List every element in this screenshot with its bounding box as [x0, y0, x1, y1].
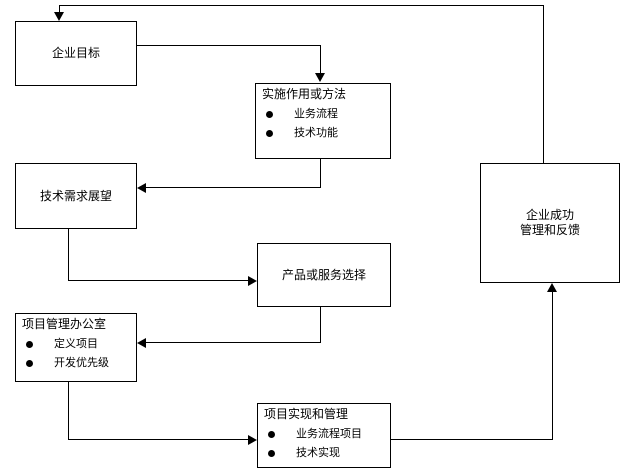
list-item-label: 开发优先级	[54, 356, 109, 369]
node-project-implementation[interactable]: 项目实现和管理 业务流程项目 技术实现	[257, 403, 391, 468]
node-pmo-title: 项目管理办公室	[22, 317, 107, 331]
bullet-dot-icon	[266, 129, 273, 137]
node-tech-demand[interactable]: 技术需求展望	[15, 163, 137, 229]
node-tech-demand-title: 技术需求展望	[39, 188, 112, 203]
edge-success-to-goal-arrowhead	[54, 12, 64, 21]
edge-product-service-to-pmo-arrowhead	[137, 338, 146, 348]
edge-project-implementation-to-success-segment-up	[552, 292, 553, 440]
node-pmo-bullets: 定义项目 开发优先级	[22, 334, 136, 372]
list-item: 业务流程	[262, 104, 390, 123]
list-item: 技术实现	[264, 443, 390, 462]
edge-pmo-to-project-implementation-segment-down	[68, 382, 69, 440]
bullet-dot-icon	[26, 340, 33, 348]
node-implementation-bullets: 业务流程 技术功能	[262, 104, 390, 142]
node-enterprise-success-title-line2: 管理和反馈	[519, 223, 580, 237]
bullet-dot-icon	[266, 110, 273, 118]
node-project-implementation-bullets: 业务流程项目 技术实现	[264, 424, 390, 462]
edge-goal-to-implementation-segment-across	[137, 45, 321, 46]
node-product-service-title: 产品或服务选择	[281, 267, 366, 282]
list-item-label: 技术功能	[294, 126, 338, 139]
edge-tech-demand-to-product-service-segment-across	[68, 280, 248, 281]
node-implementation[interactable]: 实施作用或方法 业务流程 技术功能	[255, 83, 391, 159]
edge-pmo-to-project-implementation-arrowhead	[248, 435, 257, 445]
edge-goal-to-implementation-arrowhead	[315, 73, 325, 82]
edge-implementation-to-tech-demand-segment-across	[146, 187, 321, 188]
edge-tech-demand-to-product-service-segment-down	[68, 229, 69, 280]
bullet-dot-icon	[268, 430, 275, 438]
edge-tech-demand-to-product-service-arrowhead	[248, 276, 257, 286]
edge-product-service-to-pmo-segment-across	[146, 342, 321, 343]
edge-success-to-goal-segment-across	[59, 5, 544, 6]
list-item: 业务流程项目	[264, 424, 390, 443]
edge-project-implementation-to-success-segment-across	[391, 439, 553, 440]
node-enterprise-goal-title: 企业目标	[51, 46, 100, 60]
node-enterprise-success[interactable]: 企业成功 管理和反馈	[480, 163, 620, 283]
edge-product-service-to-pmo-segment-down	[320, 307, 321, 343]
list-item: 开发优先级	[22, 353, 136, 372]
node-enterprise-goal[interactable]: 企业目标	[15, 21, 137, 86]
edge-goal-to-implementation-segment-down	[320, 45, 321, 73]
list-item-label: 业务流程	[294, 107, 338, 120]
list-item-label: 业务流程项目	[296, 427, 362, 440]
bullet-dot-icon	[26, 359, 33, 367]
node-product-service[interactable]: 产品或服务选择	[257, 243, 391, 307]
edge-implementation-to-tech-demand-segment-down	[320, 159, 321, 187]
node-implementation-title: 实施作用或方法	[262, 87, 347, 101]
bullet-dot-icon	[268, 449, 275, 457]
node-pmo[interactable]: 项目管理办公室 定义项目 开发优先级	[15, 313, 137, 382]
node-project-implementation-title: 项目实现和管理	[264, 407, 349, 421]
edge-success-to-goal-segment-down	[59, 5, 60, 15]
edge-project-implementation-to-success-arrowhead	[547, 283, 557, 292]
node-enterprise-success-title-line1: 企业成功	[525, 208, 574, 222]
edge-pmo-to-project-implementation-segment-across	[68, 439, 248, 440]
edge-implementation-to-tech-demand-arrowhead	[137, 183, 146, 193]
list-item-label: 定义项目	[54, 337, 98, 350]
list-item: 技术功能	[262, 123, 390, 142]
edge-success-to-goal-segment-up	[543, 5, 544, 164]
list-item-label: 技术实现	[296, 446, 340, 459]
list-item: 定义项目	[22, 334, 136, 353]
